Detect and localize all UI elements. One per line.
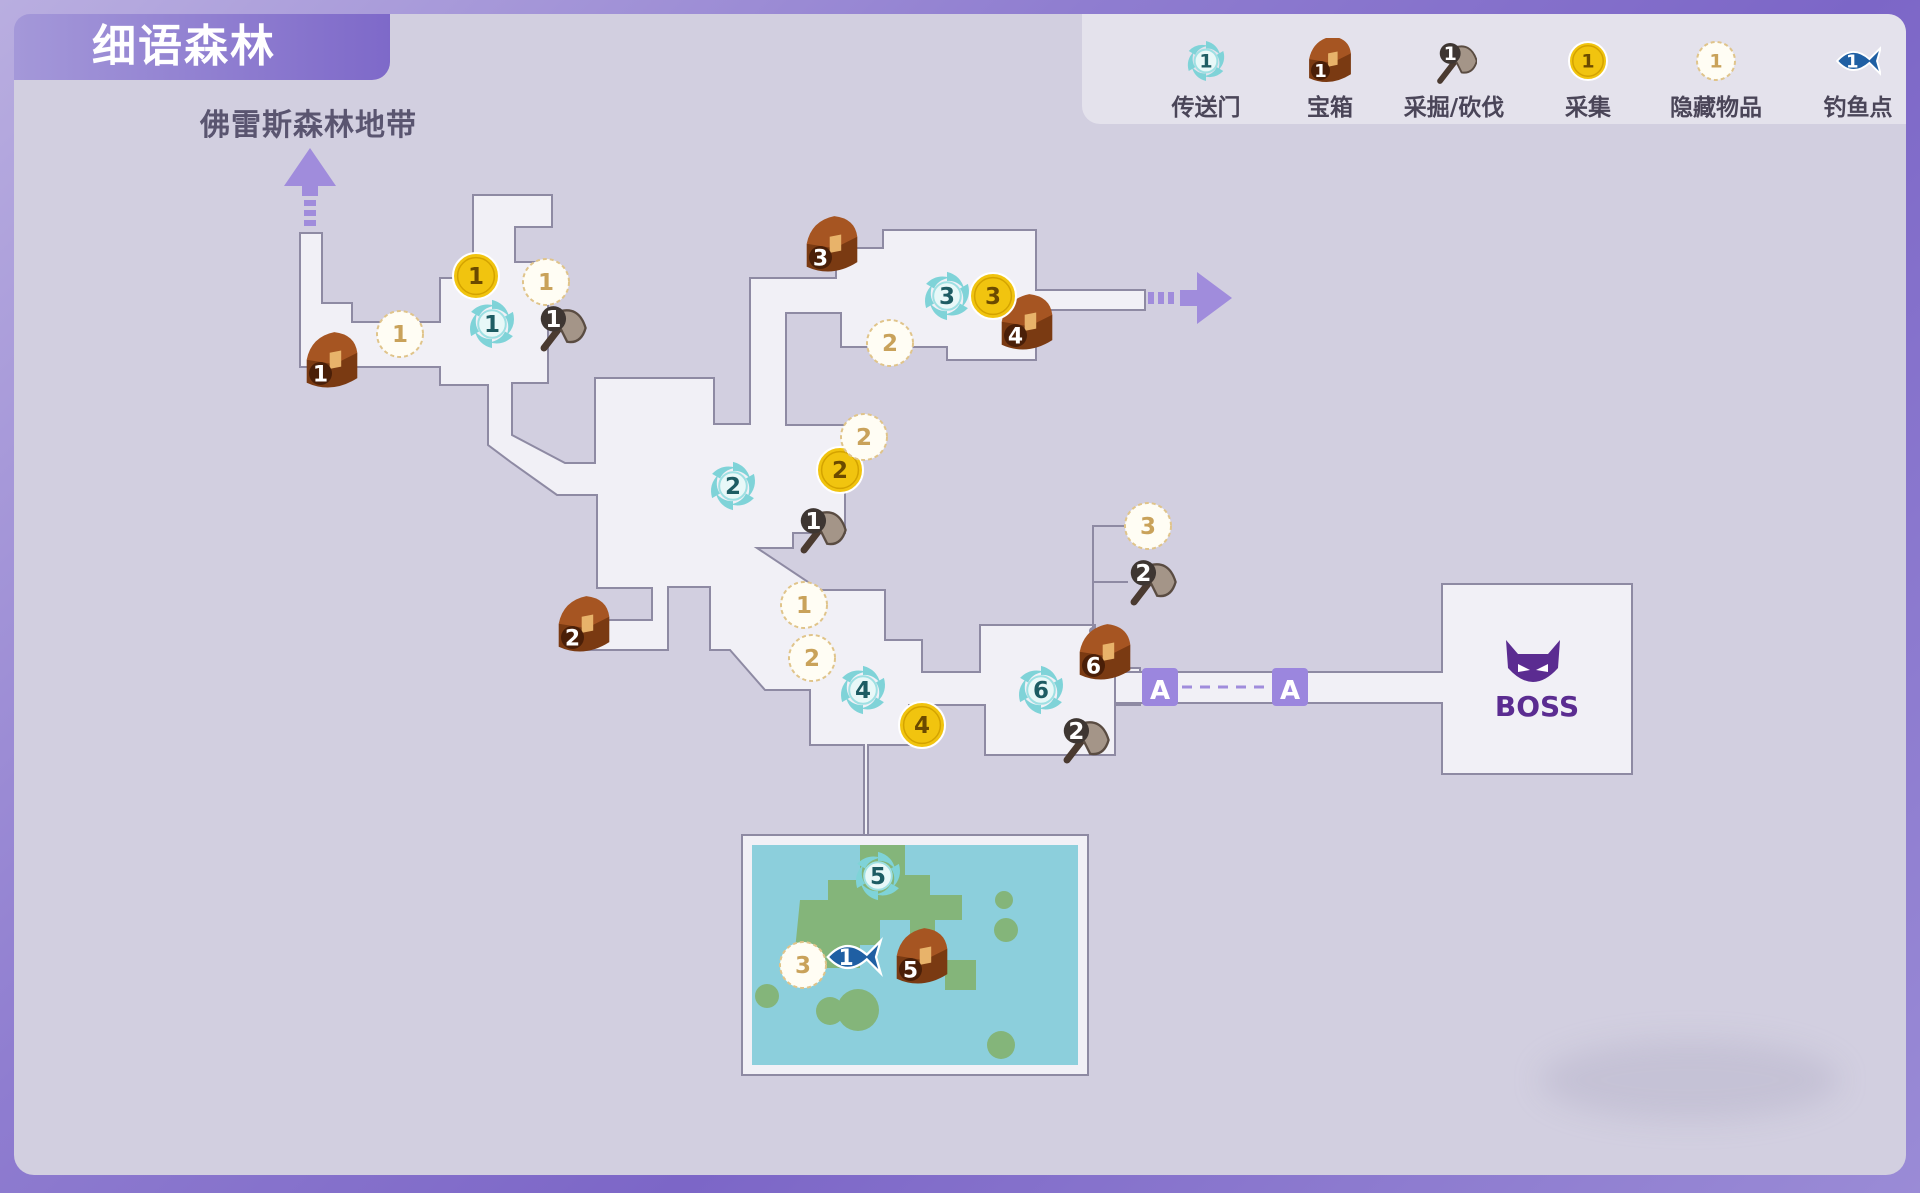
svg-text:1: 1 — [313, 363, 328, 388]
svg-text:4: 4 — [1008, 325, 1023, 350]
legend-label: 采集 — [1565, 95, 1611, 121]
hidden-marker-2[interactable]: 2 — [866, 319, 914, 367]
svg-text:1: 1 — [805, 509, 821, 535]
svg-text:6: 6 — [1033, 678, 1049, 704]
svg-text:2: 2 — [882, 331, 898, 357]
hidden-marker-3[interactable]: 3 — [779, 941, 827, 989]
gather-marker-2[interactable]: 2 — [816, 446, 864, 494]
svg-text:1: 1 — [1581, 51, 1594, 73]
svg-text:5: 5 — [870, 864, 886, 890]
svg-text:1: 1 — [545, 307, 561, 333]
axe-marker-1[interactable]: 1 — [800, 508, 847, 554]
hidden-marker-2[interactable]: 2 — [840, 413, 888, 461]
svg-text:1: 1 — [1199, 51, 1212, 73]
svg-text:3: 3 — [795, 953, 811, 979]
gather-marker-4[interactable]: 4 — [898, 701, 946, 749]
legend-fishing: 1 钓鱼点 — [1798, 38, 1918, 122]
axe-marker-1[interactable]: 1 — [540, 306, 587, 352]
axe-marker-2[interactable]: 2 — [1063, 718, 1110, 764]
gather-marker-3[interactable]: 3 — [969, 272, 1017, 320]
svg-text:1: 1 — [468, 264, 484, 290]
svg-text:3: 3 — [939, 284, 955, 310]
teleport-marker-3[interactable]: 3 — [917, 269, 976, 323]
boss-emblem-icon[interactable] — [1506, 640, 1560, 682]
axe-marker-2[interactable]: 2 — [1130, 560, 1177, 606]
teleport-marker-2[interactable]: 2 — [703, 459, 762, 513]
hidden-marker-3[interactable]: 3 — [1124, 502, 1172, 550]
svg-text:1: 1 — [1709, 51, 1722, 73]
legend-label: 宝箱 — [1307, 95, 1353, 121]
svg-text:4: 4 — [855, 678, 871, 704]
svg-text:2: 2 — [856, 425, 872, 451]
gather-coin-icon: 1 — [1568, 41, 1608, 81]
hidden-marker-1[interactable]: 1 — [780, 581, 828, 629]
warp-point-a-right[interactable]: A — [1272, 668, 1308, 706]
marker-leader-line — [1092, 525, 1128, 628]
svg-text:1: 1 — [1846, 52, 1859, 73]
svg-text:2: 2 — [725, 474, 741, 500]
svg-text:2: 2 — [1068, 719, 1084, 745]
svg-text:1: 1 — [838, 946, 853, 971]
warp-point-a-left[interactable]: A — [1142, 668, 1178, 706]
legend-teleport: 1 传送门 — [1146, 38, 1266, 122]
title-tab — [14, 14, 390, 80]
svg-text:A: A — [1150, 676, 1170, 706]
treasure-chest-icon: 1 — [1309, 38, 1351, 82]
teleport-marker-4[interactable]: 4 — [833, 663, 892, 717]
svg-text:1: 1 — [392, 322, 408, 348]
teleport-marker-5[interactable]: 5 — [848, 849, 907, 903]
svg-text:3: 3 — [985, 284, 1001, 310]
legend-gather: 1 采集 — [1528, 38, 1648, 122]
legend-label: 隐藏物品 — [1670, 95, 1762, 121]
svg-text:A: A — [1280, 676, 1300, 706]
teleport-marker-1[interactable]: 1 — [462, 297, 521, 351]
svg-text:2: 2 — [565, 627, 580, 652]
grass-islands — [755, 845, 1018, 1059]
axe-icon: 1 — [1437, 42, 1477, 84]
svg-text:1: 1 — [538, 270, 554, 296]
shadow-decoration — [1540, 1040, 1840, 1120]
fishing-marker-1[interactable]: 1 — [826, 936, 883, 978]
svg-text:2: 2 — [1135, 561, 1151, 587]
region-label-north[interactable]: 佛雷斯森林地带 — [200, 108, 417, 143]
svg-text:2: 2 — [804, 646, 820, 672]
teleport-marker-6[interactable]: 6 — [1011, 663, 1070, 717]
fishing-spot-icon: 1 — [1835, 46, 1881, 76]
exit-arrow-east — [1148, 272, 1232, 324]
svg-text:1: 1 — [1444, 43, 1457, 65]
chest-marker-2[interactable]: 2 — [558, 596, 610, 652]
chest-marker-1[interactable]: 1 — [306, 332, 358, 388]
hidden-marker-1[interactable]: 1 — [522, 258, 570, 306]
svg-text:6: 6 — [1086, 655, 1101, 680]
legend-label: 采掘/砍伐 — [1403, 95, 1505, 121]
svg-text:2: 2 — [832, 458, 848, 484]
svg-text:1: 1 — [484, 312, 500, 338]
svg-text:4: 4 — [914, 713, 930, 739]
chest-marker-3[interactable]: 3 — [806, 216, 858, 272]
legend-chest: 1 宝箱 — [1270, 38, 1390, 122]
legend-axe: 1 采掘/砍伐 — [1394, 38, 1514, 122]
svg-text:1: 1 — [1314, 61, 1327, 82]
hidden-item-icon: 1 — [1696, 41, 1736, 81]
hidden-marker-2[interactable]: 2 — [788, 634, 836, 682]
svg-text:5: 5 — [903, 959, 918, 984]
chest-marker-6[interactable]: 6 — [1079, 624, 1131, 680]
hidden-marker-1[interactable]: 1 — [376, 310, 424, 358]
legend-hidden: 1 隐藏物品 — [1656, 38, 1776, 122]
legend-panel: 1 传送门 1 宝箱 1 采掘/砍伐 1 采集 1 隐藏物品 1 钓鱼点 — [1082, 14, 1906, 124]
chest-marker-5[interactable]: 5 — [896, 928, 948, 984]
svg-text:3: 3 — [1140, 514, 1156, 540]
svg-text:1: 1 — [796, 593, 812, 619]
map-title: 细语森林 — [92, 21, 276, 72]
boss-label: BOSS — [1494, 690, 1580, 723]
gather-marker-1[interactable]: 1 — [452, 252, 500, 300]
exit-arrow-north — [284, 148, 336, 226]
legend-label: 传送门 — [1171, 95, 1241, 121]
legend-label: 钓鱼点 — [1823, 95, 1893, 121]
svg-text:3: 3 — [813, 247, 828, 272]
teleport-gate-icon: 1 — [1187, 41, 1225, 81]
